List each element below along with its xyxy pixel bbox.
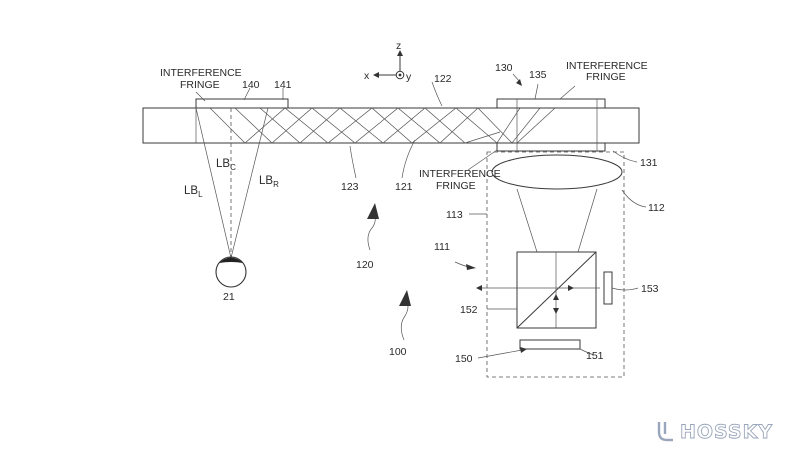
guided-ray-path-3	[259, 107, 501, 144]
projector-enclosure-113	[486, 151, 625, 378]
label-135: 135	[529, 69, 547, 81]
arrow-120-head	[367, 203, 379, 219]
leader-140	[243, 87, 251, 101]
arrow-100	[399, 290, 411, 341]
leader-121	[401, 139, 416, 179]
light-guide-plate	[142, 107, 640, 144]
arrow-100-head	[399, 290, 411, 306]
label-120: 120	[356, 259, 374, 271]
label-100: 100	[389, 346, 407, 358]
label-141: 141	[274, 79, 292, 91]
leader-123	[349, 145, 357, 179]
label-fringe-left-1: INTERFERENCE	[160, 67, 242, 79]
leader-112	[621, 189, 647, 208]
label-131: 131	[640, 157, 658, 169]
label-121: 121	[395, 181, 413, 193]
leader-153	[611, 287, 639, 291]
label-lbr-main: LB	[259, 175, 273, 187]
leader-fringe-center	[467, 149, 498, 171]
label-113: 113	[446, 209, 463, 221]
label-fringe-center-1: INTERFERENCE	[419, 168, 501, 180]
label-123: 123	[341, 181, 359, 193]
beam-splitter-152	[516, 251, 597, 329]
leader-fringe-left	[195, 91, 206, 102]
z-axis-arrowhead	[397, 50, 403, 56]
arrow-130	[516, 79, 522, 86]
inner-arrow-down	[553, 308, 559, 314]
right-ray-diag	[516, 107, 556, 144]
eye-21	[215, 256, 247, 288]
beam-splitter-diagonal	[516, 251, 597, 329]
z-axis-label: z	[396, 40, 401, 52]
arrow-111	[466, 264, 476, 270]
label-153: 153	[641, 283, 659, 295]
label-140: 140	[242, 79, 260, 91]
watermark-text: HOSSKY	[680, 421, 773, 443]
label-fringe-left-2: FRINGE	[180, 79, 220, 91]
light-source-153	[603, 271, 613, 305]
y-axis-dot	[398, 73, 402, 77]
display-element-151	[519, 339, 581, 350]
leader-fringe-right	[559, 85, 576, 100]
lens-ray-right	[577, 188, 598, 253]
label-lbc-sub: C	[230, 163, 236, 172]
label-lbc: LBC	[216, 158, 236, 172]
label-fringe-right-2: FRINGE	[586, 71, 626, 83]
label-fringe-center-2: FRINGE	[436, 180, 476, 192]
left-ray-lbl	[195, 107, 232, 259]
output-arrow-left	[476, 285, 482, 291]
leader-131	[612, 150, 638, 163]
label-151: 151	[586, 350, 604, 362]
label-21: 21	[223, 291, 235, 303]
x-axis-arrowhead	[373, 72, 379, 78]
label-lbc-main: LB	[216, 158, 230, 170]
axis-symbol: z x y	[364, 40, 412, 83]
label-lbr-sub: R	[273, 180, 279, 189]
leader-151	[579, 348, 595, 356]
label-lbl-main: LB	[184, 185, 198, 197]
arrow-120	[367, 203, 379, 251]
guided-ray-path-1	[209, 107, 521, 144]
leader-122	[431, 81, 443, 107]
label-112: 112	[648, 202, 665, 214]
y-axis-label: y	[406, 71, 412, 83]
inner-arrow-up	[553, 294, 559, 300]
inner-arrow-right	[568, 285, 574, 291]
watermark-logo-icon	[657, 422, 673, 442]
label-122: 122	[434, 73, 452, 85]
hologram-element-140	[195, 98, 289, 109]
label-130: 130	[495, 62, 513, 74]
label-lbl-sub: L	[198, 190, 203, 199]
leader-150	[477, 349, 523, 359]
hologram-element-131	[496, 142, 606, 152]
lens-ray-left	[516, 188, 538, 253]
guided-ray-path-2	[234, 107, 541, 144]
label-111: 111	[434, 241, 450, 253]
right-ray-lbr	[230, 107, 269, 259]
hologram-element-135	[496, 98, 606, 109]
label-fringe-right-1: INTERFERENCE	[566, 60, 648, 72]
label-lbr: LBR	[259, 175, 279, 189]
arrow-150	[520, 347, 527, 353]
label-150: 150	[455, 353, 473, 365]
leader-135	[534, 83, 539, 100]
leader-lines	[195, 73, 647, 359]
eyeball	[215, 256, 247, 288]
label-152: 152	[460, 304, 478, 316]
label-lbl: LBL	[184, 185, 203, 199]
watermark: HOSSKY	[657, 421, 773, 443]
eye-pupil	[219, 257, 243, 263]
lens-112	[491, 154, 623, 190]
x-axis-label: x	[364, 70, 370, 82]
